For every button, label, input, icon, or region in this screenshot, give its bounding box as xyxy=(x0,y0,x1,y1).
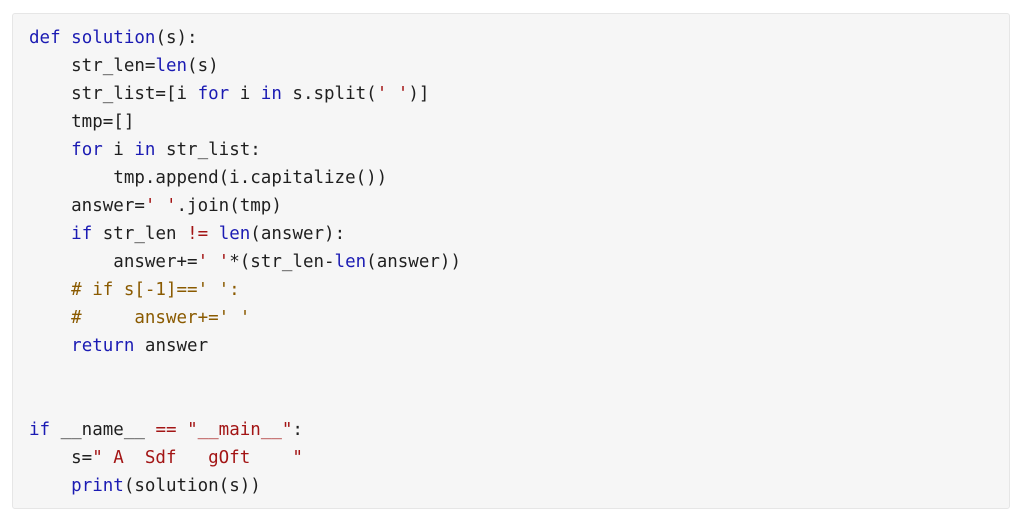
code-token-str: ' ' xyxy=(376,84,409,104)
code-token-str: ' ' xyxy=(197,252,230,272)
code-line: str_len=len(s) xyxy=(29,52,461,80)
code-token-plain xyxy=(29,476,71,496)
code-token-plain: : xyxy=(292,420,303,440)
code-token-plain: i xyxy=(229,84,261,104)
code-token-plain: tmp.append(i.capitalize()) xyxy=(29,168,388,188)
code-token-fn: print xyxy=(71,476,124,496)
code-line: str_list=[i for i in s.split(' ')] xyxy=(29,80,461,108)
code-line: if __name__ == "__main__": xyxy=(29,416,461,444)
code-token-kw: for xyxy=(197,84,230,104)
code-block: def solution(s): str_len=len(s) str_list… xyxy=(12,13,1010,509)
code-token-fn: len xyxy=(334,252,367,272)
code-line: return answer xyxy=(29,332,461,360)
code-line: tmp=[] xyxy=(29,108,461,136)
code-token-kw: in xyxy=(134,140,156,160)
code-token-plain xyxy=(177,420,188,440)
code-line: tmp.append(i.capitalize()) xyxy=(29,164,461,192)
code-token-str: ' ' xyxy=(144,196,177,216)
code-token-plain xyxy=(29,336,71,356)
code-token-plain: .join(tmp) xyxy=(176,196,282,216)
code-token-plain: *(str_len- xyxy=(229,252,335,272)
code-token-kw: def xyxy=(29,28,61,48)
code-line: # answer+=' ' xyxy=(29,304,461,332)
code-line: print(solution(s)) xyxy=(29,472,461,500)
code-line xyxy=(29,388,461,416)
code-token-plain xyxy=(61,28,72,48)
code-token-str: " A Sdf gOft " xyxy=(92,448,303,468)
code-token-kw: for xyxy=(71,140,103,160)
code-token-cmt: # if s[-1]==' ': xyxy=(29,280,240,300)
code-token-plain: (solution(s)) xyxy=(123,476,261,496)
code-token-fn: solution xyxy=(71,28,156,48)
code-token-plain: tmp=[] xyxy=(29,112,135,132)
code-line: s=" A Sdf gOft " xyxy=(29,444,461,472)
code-token-plain: answer xyxy=(134,336,209,356)
code-line: def solution(s): xyxy=(29,24,461,52)
code-token-plain xyxy=(29,140,71,160)
code-token-fn: len xyxy=(155,56,188,76)
code-token-plain: s= xyxy=(29,448,93,468)
code-token-plain xyxy=(29,224,71,244)
code-token-plain: str_len xyxy=(92,224,188,244)
code-token-plain: str_list=[i xyxy=(29,84,198,104)
code-token-kw: if xyxy=(71,224,93,244)
code-token-plain xyxy=(208,224,219,244)
code-token-plain: __name__ xyxy=(50,420,156,440)
code-token-plain: s.split( xyxy=(281,84,377,104)
code-token-op: == xyxy=(155,420,177,440)
code-line: for i in str_list: xyxy=(29,136,461,164)
code-token-kw: return xyxy=(71,336,135,356)
code-line: answer+=' '*(str_len-len(answer)) xyxy=(29,248,461,276)
code-token-kw: if xyxy=(29,420,51,440)
code-token-plain: answer= xyxy=(29,196,145,216)
code-token-plain: (s): xyxy=(155,28,198,48)
code-token-plain: (answer): xyxy=(250,224,346,244)
code-token-plain: (s) xyxy=(187,56,219,76)
code-line: answer=' '.join(tmp) xyxy=(29,192,461,220)
code-token-fn: len xyxy=(218,224,251,244)
code-token-plain: i xyxy=(102,140,135,160)
code-token-plain: str_list: xyxy=(155,140,261,160)
code-token-kw: in xyxy=(260,84,282,104)
code-token-op: != xyxy=(187,224,209,244)
code-lines: def solution(s): str_len=len(s) str_list… xyxy=(29,24,461,500)
code-token-plain: str_len= xyxy=(29,56,156,76)
code-line: # if s[-1]==' ': xyxy=(29,276,461,304)
code-token-plain: answer+= xyxy=(29,252,198,272)
code-line: if str_len != len(answer): xyxy=(29,220,461,248)
code-token-plain: )] xyxy=(408,84,430,104)
code-token-cmt: # answer+=' ' xyxy=(29,308,251,328)
code-token-plain: (answer)) xyxy=(366,252,461,272)
code-token-str: "__main__" xyxy=(187,420,293,440)
code-line xyxy=(29,360,461,388)
